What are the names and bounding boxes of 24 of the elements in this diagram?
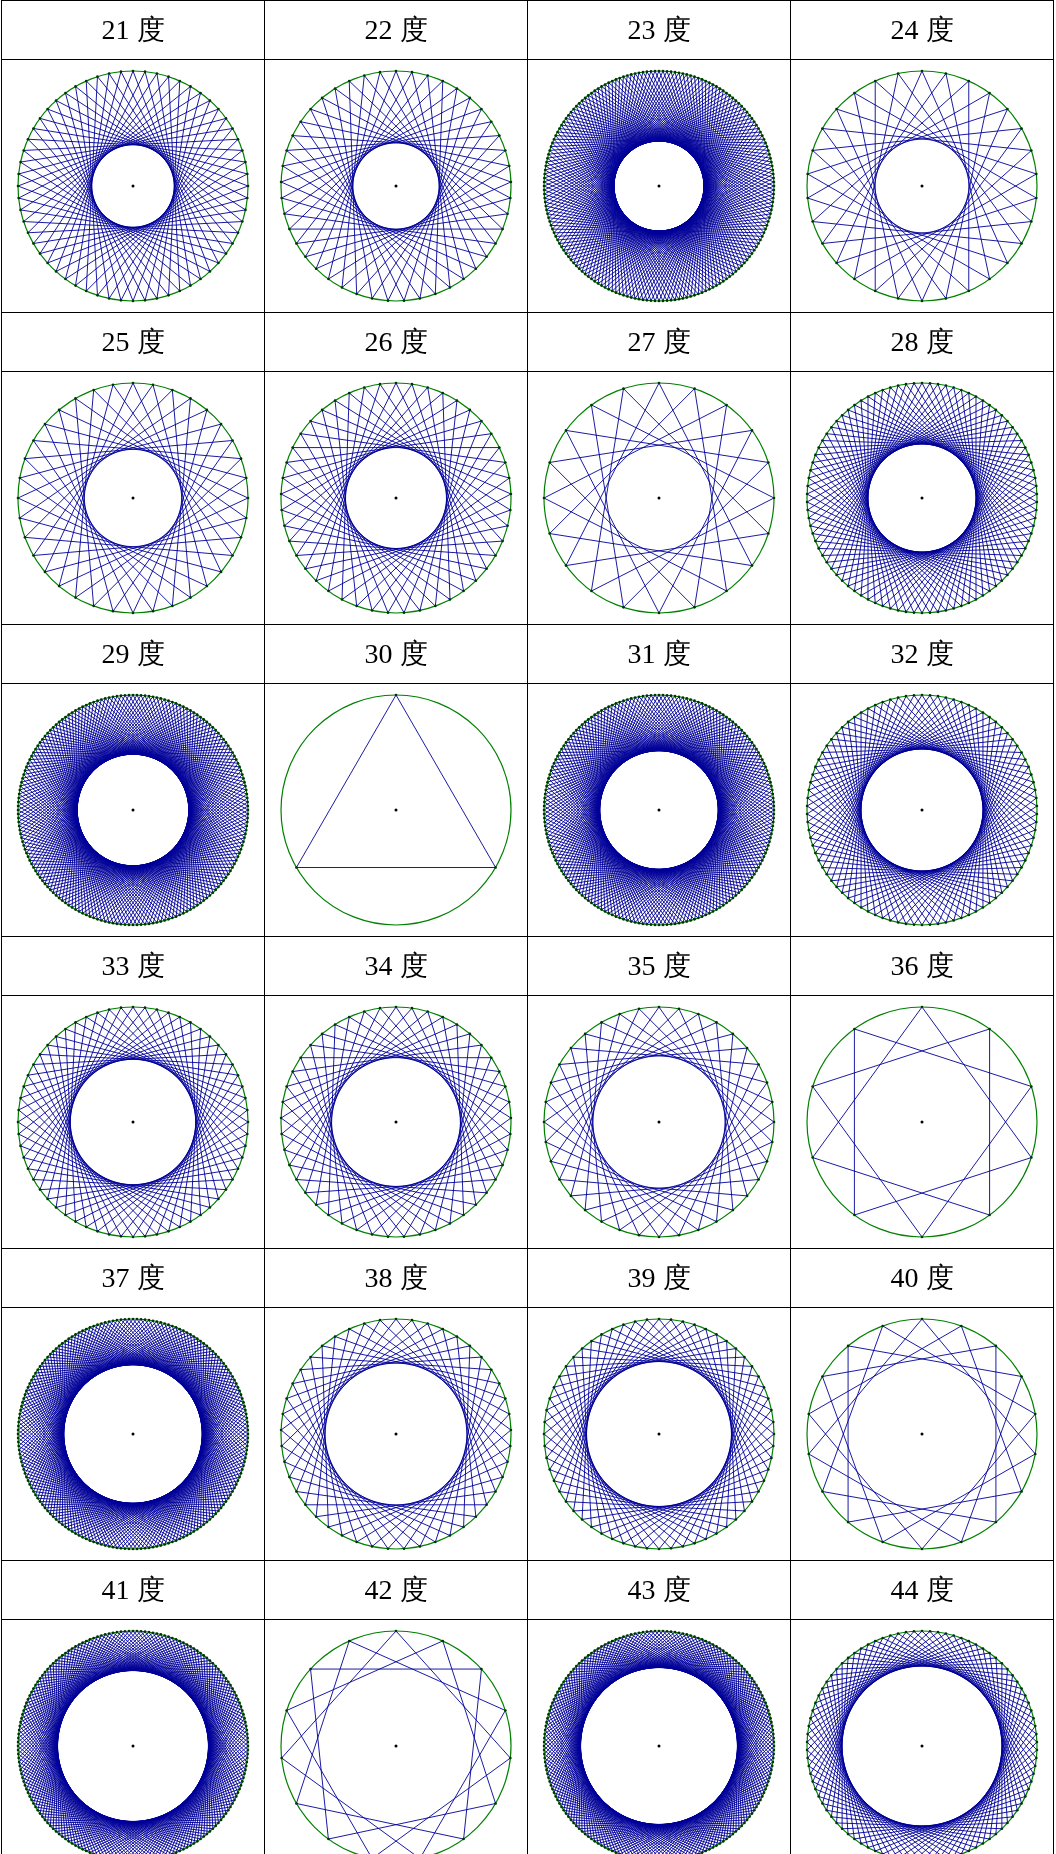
angle-label: 34 度 [364,950,428,981]
angle-label: 30 度 [364,638,428,669]
angle-label: 39 度 [627,1262,691,1293]
angle-label: 22 度 [364,14,428,45]
angle-label: 31 度 [627,638,691,669]
angle-label: 21 度 [101,14,165,45]
angle-label: 33 度 [101,950,165,981]
angle-label: 32 度 [890,638,954,669]
angle-label: 43 度 [627,1574,691,1605]
angle-label: 23 度 [627,14,691,45]
angle-label: 35 度 [627,950,691,981]
angle-label: 26 度 [364,326,428,357]
angle-label: 24 度 [890,14,954,45]
angle-label: 37 度 [101,1262,165,1293]
angle-label: 42 度 [364,1574,428,1605]
angle-label: 38 度 [364,1262,428,1293]
angle-label: 27 度 [627,326,691,357]
angle-label: 40 度 [890,1262,954,1293]
angle-label: 25 度 [101,326,165,357]
angle-label: 36 度 [890,950,954,981]
angle-label: 29 度 [101,638,165,669]
angle-label: 41 度 [101,1574,165,1605]
angle-label: 28 度 [890,326,954,357]
angle-label: 44 度 [890,1574,954,1605]
